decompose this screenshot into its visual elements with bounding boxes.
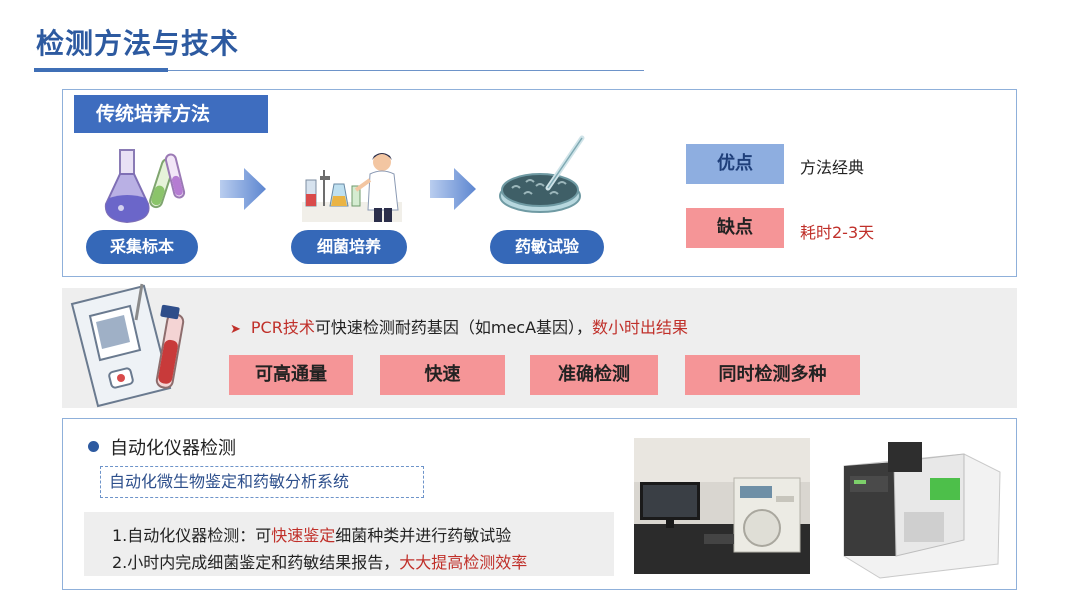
line2-text-a: 2.小时内完成细菌鉴定和药敏结果报告，	[112, 553, 400, 572]
cons-text: 耗时2-3天	[800, 223, 875, 242]
automated-panel	[62, 418, 1017, 590]
pcr-term: PCR技术	[250, 318, 315, 337]
automated-subheading: 自动化微生物鉴定和药敏分析系统	[100, 466, 424, 498]
petri-dish-icon	[499, 135, 585, 213]
automated-line-2: 2.小时内完成细菌鉴定和药敏结果报告，大大提高检测效率	[112, 549, 527, 573]
line1-text-a: 1.自动化仪器检测：可	[112, 526, 272, 545]
feature-accurate: 准确检测	[530, 355, 658, 395]
bullet-arrow-icon: ➤	[230, 322, 241, 337]
traditional-method-panel	[62, 89, 1017, 277]
pcr-result-time: 数小时出结果	[592, 318, 689, 337]
feature-multiplex: 同时检测多种	[685, 355, 860, 395]
automated-line-1: 1.自动化仪器检测：可快速鉴定细菌种类并进行药敏试验	[112, 522, 511, 546]
line1-text-b: 细菌种类并进行药敏试验	[335, 526, 512, 545]
title-underline-thin	[168, 70, 644, 71]
line1-highlight: 快速鉴定	[271, 526, 336, 545]
step-bacteria-culture: 细菌培养	[291, 230, 407, 264]
lab-instrument-photo	[634, 438, 810, 574]
cons-label: 缺点	[686, 208, 784, 248]
step-susceptibility-test: 药敏试验	[490, 230, 604, 264]
lab-scientist-icon	[302, 153, 402, 222]
automated-heading: 自动化仪器检测	[110, 438, 236, 459]
arrow-right-icon	[220, 168, 266, 210]
title-underline-thick	[34, 68, 168, 72]
pcr-description-mid: 可快速检测耐药基因（如mecA基因），	[314, 318, 593, 337]
flask-icon	[104, 149, 186, 224]
step-collect-specimen: 采集标本	[86, 230, 198, 264]
feature-fast: 快速	[380, 355, 505, 395]
traditional-method-heading: 传统培养方法	[74, 95, 268, 133]
feature-high-throughput: 可高通量	[229, 355, 353, 395]
bullet-dot-icon	[88, 441, 99, 452]
pcr-test-kit-icon	[70, 283, 185, 408]
pcr-description: ➤ PCR技术可快速检测耐药基因（如mecA基因），数小时出结果	[230, 314, 688, 338]
pros-text: 方法经典	[800, 158, 865, 177]
automated-description-box	[84, 512, 614, 576]
line2-highlight: 大大提高检测效率	[399, 553, 528, 572]
analyzer-device-photo	[834, 432, 1002, 580]
arrow-right-icon	[430, 168, 476, 210]
pros-label: 优点	[686, 144, 784, 184]
page-title: 检测方法与技术	[36, 27, 240, 60]
